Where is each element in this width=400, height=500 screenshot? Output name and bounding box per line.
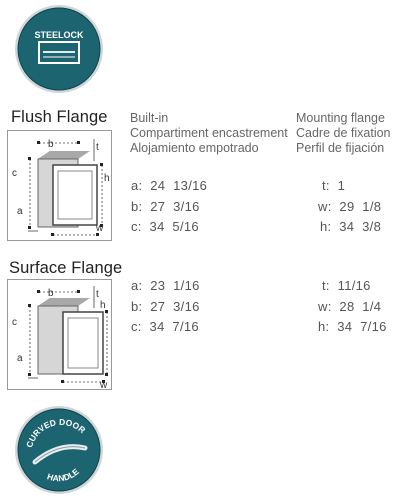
- dim-label-a: a: [17, 206, 23, 217]
- dim-label-t: t: [96, 289, 99, 300]
- builtin-header: Built-in Compartiment encastrement Aloja…: [130, 111, 288, 156]
- flush-mounting-w: w: 29 1/8: [318, 199, 382, 214]
- steelock-badge: STEELOCK: [13, 3, 105, 95]
- section-title-surface-flange: Surface Flange: [9, 259, 123, 277]
- dim-label-t: t: [96, 142, 99, 153]
- flush-builtin-b: b: 27 3/16: [131, 199, 200, 214]
- curved-door-handle-badge: CURVED DOOR HANDLE: [13, 404, 105, 496]
- mounting-header-fr: Cadre de fixation: [296, 126, 391, 140]
- steelock-text: STEELOCK: [34, 30, 84, 40]
- dim-label-w: w: [95, 223, 104, 234]
- curved-door-handle-icon: CURVED DOOR HANDLE: [15, 406, 103, 494]
- dim-label-b: b: [48, 139, 54, 150]
- mounting-header-en: Mounting flange: [296, 111, 385, 125]
- surface-flange-diagram: b c a t h w: [7, 279, 112, 391]
- steelock-icon: STEELOCK: [15, 5, 103, 93]
- mounting-header-es: Perfil de fijación: [296, 141, 385, 155]
- section-title-flush-flange: Flush Flange: [11, 108, 108, 126]
- dim-label-a: a: [17, 353, 23, 364]
- mounting-header: Mounting flange Cadre de fixation Perfil…: [296, 111, 391, 156]
- dim-label-h: h: [104, 173, 110, 184]
- surface-builtin-a: a: 23 1/16: [131, 278, 200, 293]
- dim-label-h: h: [100, 300, 106, 311]
- surface-builtin-c: c: 34 7/16: [131, 319, 199, 334]
- dim-label-w: w: [99, 380, 108, 389]
- flush-mounting-h: h: 34 3/8: [320, 219, 382, 234]
- surface-mounting-h: h: 34 7/16: [318, 319, 387, 334]
- flush-flange-diagram: b c a t h w: [7, 130, 112, 241]
- flush-mounting-t: t: 1: [322, 178, 346, 193]
- surface-builtin-b: b: 27 3/16: [131, 299, 200, 314]
- dim-label-c: c: [12, 168, 17, 179]
- builtin-header-es: Alojamiento empotrado: [130, 141, 259, 155]
- builtin-header-fr: Compartiment encastrement: [130, 126, 288, 140]
- flush-builtin-a: a: 24 13/16: [131, 178, 208, 193]
- surface-mounting-w: w: 28 1/4: [318, 299, 382, 314]
- dim-label-c: c: [12, 317, 17, 328]
- builtin-header-en: Built-in: [130, 111, 169, 125]
- dim-label-b: b: [48, 288, 54, 299]
- flush-builtin-c: c: 34 5/16: [131, 219, 199, 234]
- surface-mounting-t: t: 11/16: [322, 278, 371, 293]
